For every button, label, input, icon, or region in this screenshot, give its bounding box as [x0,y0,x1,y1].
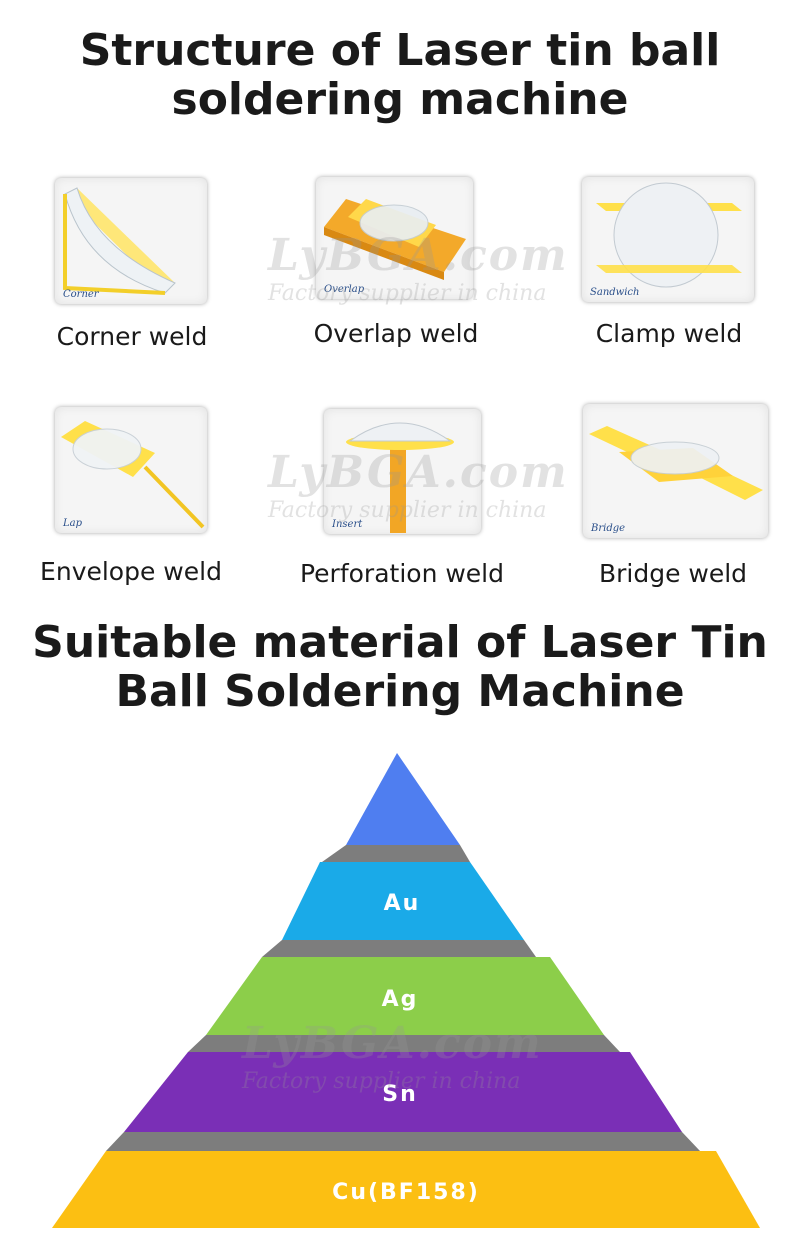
pyramid-layer-au [282,862,524,940]
clamp-weld-label: Clamp weld [595,319,743,348]
clamp-weld-image: Sandwich [582,177,754,302]
pyramid-label-sn: Sn [382,1082,418,1107]
pyramid-label-cu: Cu(BF158) [332,1180,480,1205]
pyramid-layer-sn [124,1052,682,1132]
clamp-weld-illustration [596,182,742,288]
perforation-weld-image: Insert [324,409,481,534]
perforation-weld-label: Perforation weld [299,559,505,588]
corner-caption: Corner [63,289,99,300]
pyramid-layer-ag [206,957,604,1035]
pyramid-layer-cu [52,1151,760,1228]
overlap-weld-label: Overlap weld [313,319,479,348]
corner-weld-image: Corner [55,178,207,304]
corner-weld-label: Corner weld [56,322,208,351]
overlap-weld-image: Overlap [316,177,473,299]
corner-weld-illustration [63,187,176,295]
pyramid-separator-3 [188,1035,620,1052]
material-pyramid: Au Ag Sn Cu(BF158) [52,753,760,1228]
sandwich-caption: Sandwich [590,287,640,298]
pyramid-label-au: Au [384,891,421,916]
overlap-caption: Overlap [324,284,365,295]
bridge-caption: Bridge [591,523,626,534]
bridge-weld-illustration [589,426,763,500]
pyramid-separator-1 [322,845,470,862]
structure-title: Structure of Laser tin ball soldering ma… [79,25,721,126]
envelope-weld-label: Envelope weld [40,557,222,586]
insert-caption: Insert [332,519,363,530]
bridge-weld-label: Bridge weld [598,559,748,588]
lap-caption: Lap [63,518,83,529]
material-title: Suitable material of Laser Tin Ball Sold… [32,617,768,718]
pyramid-separator-2 [262,940,536,957]
bridge-weld-image: Bridge [583,404,768,538]
envelope-weld-illustration [61,421,205,529]
envelope-weld-image: Lap [55,407,207,533]
pyramid-label-ag: Ag [382,987,419,1012]
pyramid-separator-4 [106,1132,700,1151]
perforation-weld-illustration [346,422,454,533]
pyramid-layer-top [346,753,460,845]
overlap-weld-illustration [324,199,466,280]
